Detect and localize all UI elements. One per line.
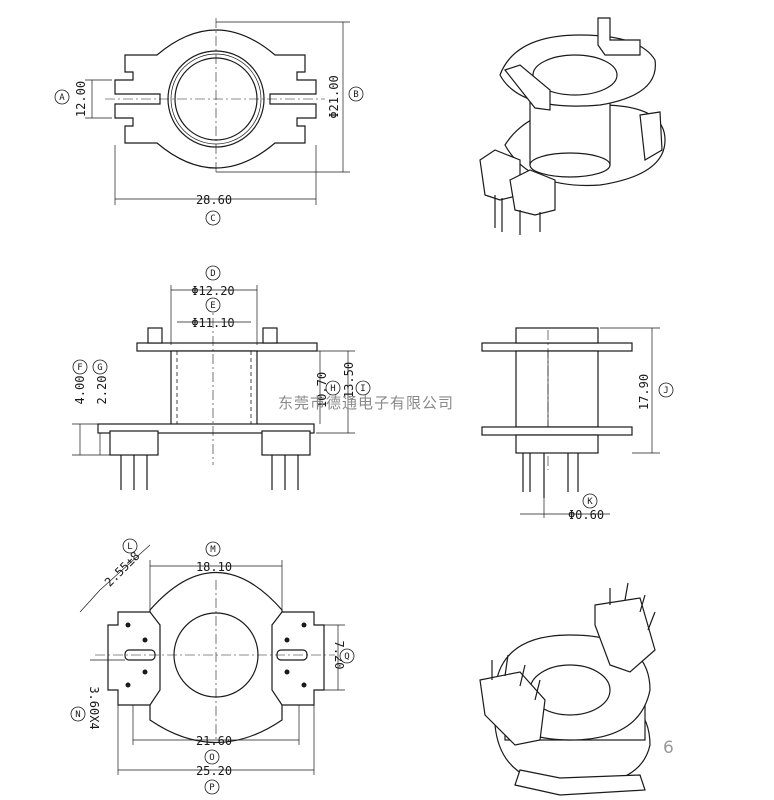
label-n: N [75,710,80,720]
label-d: D [210,269,215,279]
dim-h-2-2: 2.20 [95,376,109,405]
label-g: G [97,363,102,373]
label-f: F [77,363,82,373]
dim-dia-11-1: Φ11.10 [191,316,234,330]
dim-w-18-1: 18.10 [196,560,232,574]
label-k: K [587,497,593,507]
label-h: H [330,384,335,394]
dim-pin-dia: Φ0.60 [568,508,604,522]
dim-dia-12-2: Φ12.20 [191,284,234,298]
label-q: Q [344,652,349,662]
dim-h-4: 4.00 [73,376,87,405]
label-e: E [210,301,215,311]
label-i: I [360,384,365,394]
bottom-view: 18.10 M 2.55±8 L 7.20 Q 3.60X4 N 21.60 O… [70,538,355,795]
label-l: L [127,542,132,552]
label-m: M [210,545,216,555]
dim-width-28-6: 28.60 [196,193,232,207]
label-p: P [209,783,215,793]
dim-height-12: 12.00 [74,81,88,117]
dim-dia-21: Φ21.00 [327,75,341,118]
label-a: A [59,93,65,103]
watermark: 东莞市德通电子有限公司 [278,394,454,412]
page-number: 6 [663,738,674,758]
dim-w-7-2: 7.20 [332,641,346,670]
label-j: J [663,386,668,396]
dim-h-13-5: 13.50 [342,362,356,398]
iso-view-bottom [479,582,656,796]
top-view: 12.00 A Φ21.00 B 28.60 C [54,18,364,226]
front-view: 17.90 J Φ0.60 K [481,327,674,522]
dim-slot-note: 3.60X4 [87,686,101,729]
label-c: C [210,214,215,224]
label-o: O [209,753,214,763]
dim-w-21-6: 21.60 [196,734,232,748]
label-b: B [353,90,358,100]
dim-pin-note: 2.55±8 [102,549,143,590]
side-view: Φ12.20 D Φ11.10 E 4.00 2.20 F G 10.70 13… [72,265,371,490]
dim-w-25-2: 25.20 [196,764,232,778]
dim-h-10-7: 10.70 [315,372,329,408]
iso-view-top [479,17,666,235]
dim-h-17-9: 17.90 [637,374,651,410]
